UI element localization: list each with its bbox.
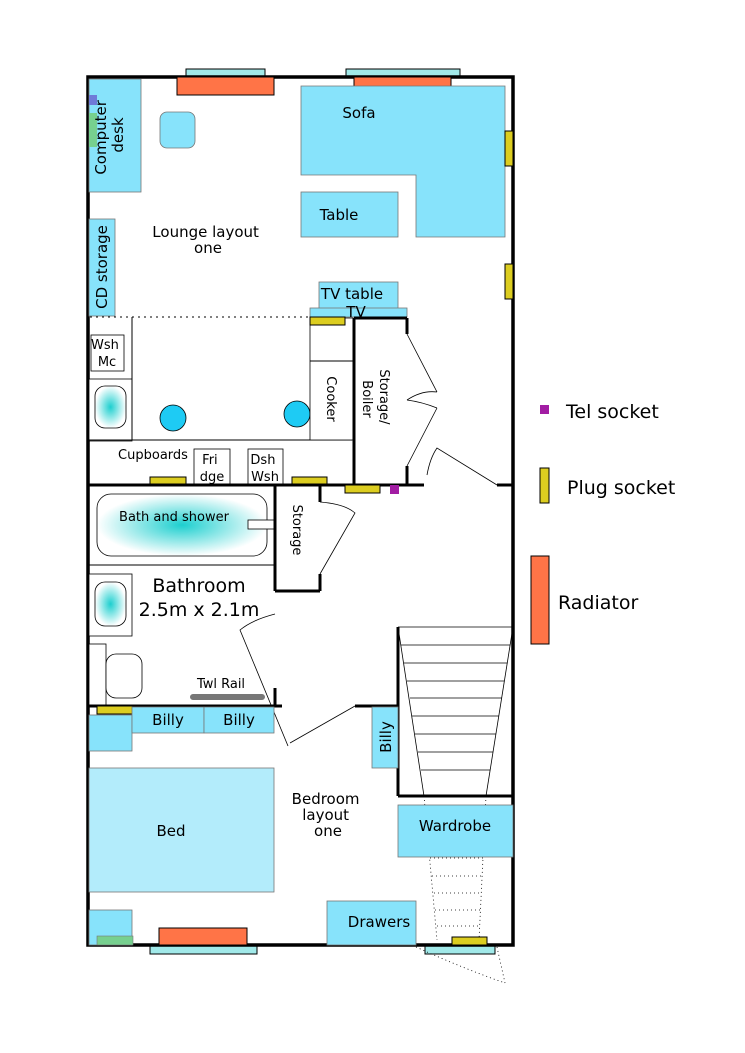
tv-table-label: TV table <box>320 285 383 303</box>
toilet-cistern <box>88 643 107 706</box>
lounge-title: Lounge layout one <box>152 223 263 257</box>
billy-shelf-1-label: Billy <box>152 711 184 729</box>
legend-tel-socket-label: Tel socket <box>565 401 659 423</box>
computer-desk <box>88 78 142 193</box>
storage-door-bottom <box>406 399 438 467</box>
tel-socket-hall <box>390 485 399 494</box>
bedroom-title: Bedroom layout one <box>292 790 365 840</box>
storage-door-top <box>406 333 438 401</box>
kitchen-stool-1 <box>159 404 187 432</box>
bed <box>88 767 275 893</box>
fridge <box>193 448 231 486</box>
plug-socket-hall <box>344 484 381 494</box>
billy-shelf-2-label: Billy <box>223 711 255 729</box>
bath-label: Bath and shower <box>119 510 230 525</box>
cd-storage <box>88 218 116 317</box>
blue-item-desk <box>89 95 97 105</box>
cd-storage-label: CD storage <box>93 225 111 309</box>
plug-socket-bedroom-bottom <box>451 936 488 946</box>
legend-radiator-icon <box>530 555 550 645</box>
bathroom-title: Bathroom <box>152 575 245 597</box>
green-item-desk <box>89 113 97 147</box>
legend-tel-socket-icon <box>540 405 549 414</box>
kitchen-stool-2 <box>283 400 311 428</box>
bathroom-size: 2.5m x 2.1m <box>139 599 260 621</box>
washing-machine <box>90 334 125 372</box>
storage-boiler-label: Storage/ Boiler <box>359 369 391 428</box>
billy-shelf-3 <box>371 706 399 769</box>
radiator-bedroom <box>158 927 248 946</box>
dishwasher-label: Dsh Wsh <box>250 453 279 485</box>
drawers-label: Drawers <box>348 913 411 931</box>
hall-storage-door <box>319 501 356 575</box>
hall-storage-label: Storage <box>289 505 304 556</box>
bedroom-door <box>289 705 356 744</box>
plug-socket-tv <box>309 316 346 326</box>
plug-socket-lounge-1 <box>504 130 514 167</box>
outer-wall <box>86 75 515 947</box>
towel-rail-label: Twl Rail <box>196 677 245 692</box>
bed-label: Bed <box>156 822 185 840</box>
bedroom-side-unit-top <box>88 714 133 752</box>
legend: Tel socket Plug socket Radiator <box>530 401 675 645</box>
billy-shelf-1 <box>131 706 205 734</box>
green-item-bedroom <box>96 935 134 946</box>
wardrobe <box>397 804 514 858</box>
billy-shelf-3-label: Billy <box>377 721 395 753</box>
washing-machine-label: Wsh Mc <box>91 338 123 370</box>
cupboards-label: Cupboards <box>118 448 188 463</box>
lounge-chair <box>159 111 196 149</box>
plug-socket-bedroom-top <box>96 705 134 715</box>
billy-shelf-2 <box>203 706 275 734</box>
kitchen-door <box>426 447 498 486</box>
coffee-table <box>300 191 399 238</box>
sofa-label: Sofa <box>342 104 375 122</box>
fridge-label: Fri dge <box>200 453 225 485</box>
dishwasher <box>247 448 284 486</box>
bath-tap <box>247 519 275 530</box>
kitchen-sink <box>94 385 127 429</box>
cooker-label: Cooker <box>323 376 338 422</box>
legend-plug-socket-icon <box>539 467 550 504</box>
drawers <box>326 900 417 946</box>
bath <box>96 493 268 557</box>
radiator-lounge-left <box>176 76 275 96</box>
toilet-bowl <box>105 653 143 699</box>
staircase <box>397 626 514 797</box>
wardrobe-label: Wardrobe <box>419 817 491 835</box>
sofa <box>300 85 506 238</box>
plug-socket-lounge-2 <box>504 263 514 300</box>
computer-desk-label: Computer desk <box>92 95 127 174</box>
table-label: Table <box>319 206 359 224</box>
legend-radiator-label: Radiator <box>558 592 638 614</box>
bathroom-sink <box>94 581 127 627</box>
legend-plug-socket-label: Plug socket <box>567 477 675 499</box>
bathroom-door <box>239 613 289 747</box>
